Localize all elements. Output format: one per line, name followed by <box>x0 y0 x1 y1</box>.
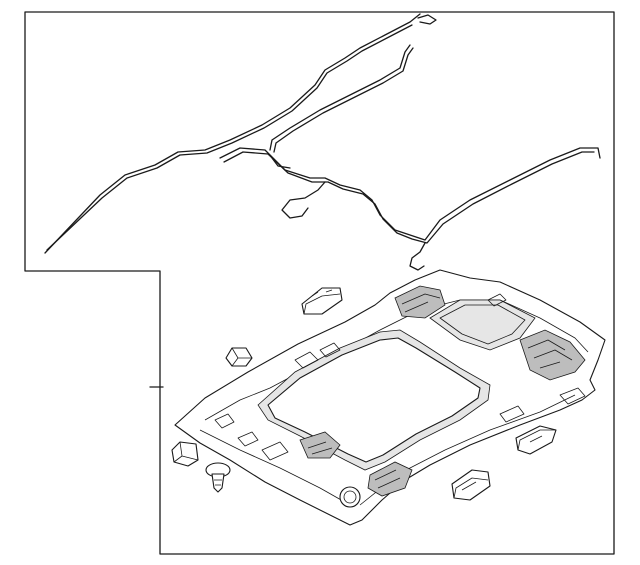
push-pin-retainer <box>205 462 231 493</box>
clip-bottom <box>171 441 199 467</box>
retainer-clip-right <box>515 425 557 455</box>
sunroof-drain-hoses <box>44 13 601 271</box>
diagram-frame <box>24 11 615 555</box>
sensor-bracket <box>451 469 491 501</box>
headliner-panel <box>174 269 606 526</box>
small-bracket <box>225 347 253 367</box>
dome-light-mount <box>339 486 361 508</box>
clip-connector <box>301 287 343 315</box>
